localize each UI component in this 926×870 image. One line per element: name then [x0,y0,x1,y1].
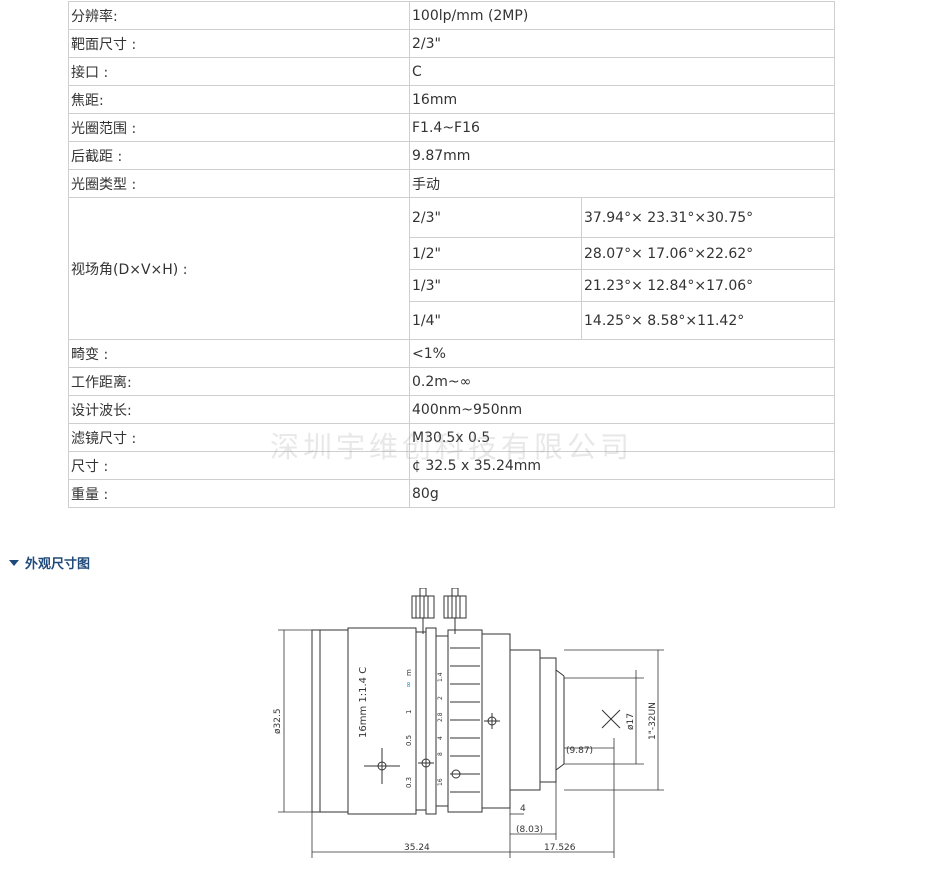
spec-label: 畸变 : [68,339,410,368]
aperture-scale-label: 8 [437,752,444,756]
aperture-scale-label: 2.8 [437,712,444,722]
dimension-lines [278,629,664,858]
spec-value: 400nm~950nm [408,395,836,424]
dim-flange-back-label: (9.87) [566,746,593,756]
spec-value: 80g [408,479,836,508]
spec-table: 分辨率: 100lp/mm (2MP) 靶面尺寸 : 2/3" 接口 : C 焦… [68,1,836,508]
dim-4-label: 4 [520,804,526,814]
spec-row-resolution: 分辨率: 100lp/mm (2MP) [68,1,836,30]
lens-aperture-ring [418,629,511,813]
spec-row-working-distance: 工作距离: 0.2m~∞ [68,367,836,396]
spec-label: 视场角(D×V×H) : [68,197,410,340]
spec-row-weight: 重量 : 80g [68,479,836,508]
spec-value: 100lp/mm (2MP) [408,1,836,30]
spec-label: 焦距: [68,85,410,114]
lens-front-barrel [311,627,437,815]
lens-mount [509,649,565,791]
aperture-scale-label: 16 [437,778,444,786]
aperture-scale-label: 2 [437,696,444,700]
focus-scale-label: 0.5 [405,735,413,746]
spec-label: 尺寸 : [68,451,410,480]
spec-label: 后截距 : [68,141,410,170]
caret-down-icon [9,559,19,566]
spec-row-aperture-range: 光圈范围 : F1.4~F16 [68,113,836,142]
dim-diameter-label: ø32.5 [273,708,283,734]
spec-label: 工作距离: [68,367,410,396]
spec-label: 靶面尺寸 : [68,29,410,58]
fov-angles: 21.23°× 12.84°×17.06° [580,269,836,302]
spec-row-fov: 1/4" 14.25°× 8.58°×11.42° [69,301,836,340]
dim-thread-label: 1"-32UN [648,702,658,740]
spec-label: 设计波长: [68,395,410,424]
aperture-scale-label: 1.4 [437,672,444,682]
dim-17-label: ø17 [626,713,636,730]
spec-row-distortion: 畸变 : <1% [68,339,836,368]
spec-row-iris-type: 光圈类型 : 手动 [68,169,836,198]
section-heading[interactable]: 外观尺寸图 [9,553,90,572]
spec-row-dimensions: 尺寸 : ¢ 32.5 x 35.24mm [68,451,836,480]
fov-format: 1/2" [409,237,582,270]
spec-value: 手动 [408,169,836,198]
spec-row-filter-size: 滤镜尺寸 : M30.5x 0.5 [68,423,836,452]
spec-row-fov: 1/2" 28.07°× 17.06°×22.62° [69,237,836,270]
spec-row-focal-length: 焦距: 16mm [68,85,836,114]
spec-label: 光圈范围 : [68,113,410,142]
spec-label: 接口 : [68,57,410,86]
spec-row-mount: 接口 : C [68,57,836,86]
dim-back-label: 17.526 [544,843,576,853]
focus-scale-label: ∞ [404,681,413,688]
fov-angles: 28.07°× 17.06°×22.62° [580,237,836,270]
spec-row-fov: 1/3" 21.23°× 12.84°×17.06° [69,269,836,302]
spec-row-back-focal: 后截距 : 9.87mm [68,141,836,170]
spec-value: <1% [408,339,836,368]
spec-value: M30.5x 0.5 [408,423,836,452]
dim-length-label: 35.24 [404,843,430,853]
lens-marking: 16mm 1:1.4 C [358,667,369,738]
spec-value: 0.2m~∞ [408,367,836,396]
fov-angles: 14.25°× 8.58°×11.42° [580,301,836,340]
dim-thread-length-label: (8.03) [516,825,543,835]
spec-value: ¢ 32.5 x 35.24mm [408,451,836,480]
spec-value: 2/3" [408,29,836,58]
aperture-scale-label: 4 [437,736,444,740]
spec-label: 重量 : [68,479,410,508]
spec-label: 滤镜尺寸 : [68,423,410,452]
spec-row-fov: 视场角(D×V×H) : 2/3" 37.94°× 23.31°×30.75° [68,197,836,340]
lens-dimension-drawing: 16mm 1:1.4 C m ∞ 1 0.5 0.3 1.4 2 2.8 4 8… [273,588,664,858]
focus-scale-label: 1 [405,710,413,714]
spec-value: C [408,57,836,86]
fov-format: 2/3" [409,197,582,238]
section-heading-label: 外观尺寸图 [25,557,91,572]
fov-angles: 37.94°× 23.31°×30.75° [580,197,836,238]
fov-format: 1/3" [409,269,582,302]
focus-scale-label: m [405,669,413,676]
spec-row-wavelength: 设计波长: 400nm~950nm [68,395,836,424]
focus-scale-label: 0.3 [405,777,413,788]
spec-label: 分辨率: [68,1,410,30]
spec-value: 9.87mm [408,141,836,170]
spec-row-sensor-size: 靶面尺寸 : 2/3" [68,29,836,58]
spec-value: 16mm [408,85,836,114]
lock-screw-knob [411,588,467,634]
sensor-center-mark [601,709,621,729]
spec-value: F1.4~F16 [408,113,836,142]
spec-label: 光圈类型 : [68,169,410,198]
fov-format: 1/4" [409,301,582,340]
